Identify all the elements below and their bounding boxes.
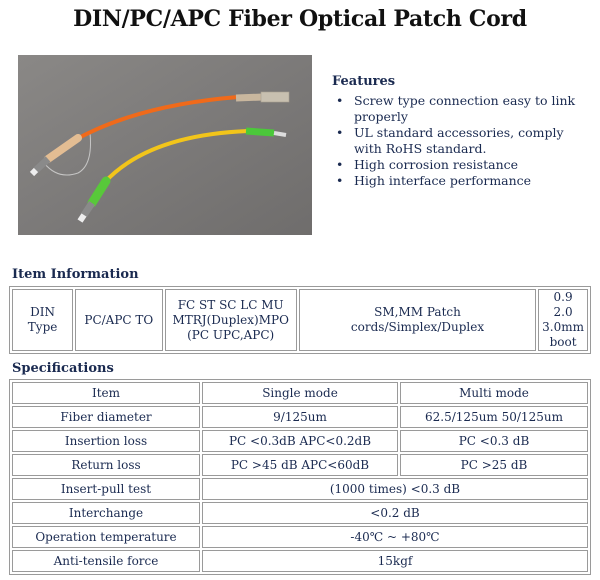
header-cell: Item	[12, 382, 200, 404]
page-title: DIN/PC/APC Fiber Optical Patch Cord	[73, 6, 527, 32]
table-row: Interchange <0.2 dB	[12, 502, 588, 524]
row-label: Return loss	[12, 454, 200, 476]
features-section: Features Screw type connection easy to l…	[332, 74, 594, 189]
info-cell: FC ST SC LC MU MTRJ(Duplex)MPO (PC UPC,A…	[164, 289, 297, 351]
table-row: Return loss PC >45 dB APC<60dB PC >25 dB	[12, 454, 588, 476]
info-cell: 0.9 2.0 3.0mm boot	[538, 289, 588, 351]
table-row: Anti-tensile force 15kgf	[12, 550, 588, 572]
patch-cord-photo	[18, 55, 312, 235]
multi-mode-value: PC <0.3 dB	[400, 430, 588, 452]
info-cell: SM,MM Patch cords/Simplex/Duplex	[298, 289, 537, 351]
feature-item: UL standard accessories, comply with RoH…	[332, 125, 594, 157]
row-value: 15kgf	[202, 550, 588, 572]
single-mode-value: PC <0.3dB APC<0.2dB	[202, 430, 398, 452]
single-mode-value: PC >45 dB APC<60dB	[202, 454, 398, 476]
item-information-table: DIN Type PC/APC TO FC ST SC LC MU MTRJ(D…	[9, 286, 591, 354]
single-mode-value: 9/125um	[202, 406, 398, 428]
header-cell: Multi mode	[400, 382, 588, 404]
feature-item: Screw type connection easy to link prope…	[332, 93, 594, 125]
header-cell: Single mode	[202, 382, 398, 404]
table-row: Insertion loss PC <0.3dB APC<0.2dB PC <0…	[12, 430, 588, 452]
row-value: -40℃ ~ +80℃	[202, 526, 588, 548]
feature-item: High interface performance	[332, 173, 594, 189]
info-cell: DIN Type	[12, 289, 74, 351]
row-label: Interchange	[12, 502, 200, 524]
row-value: <0.2 dB	[202, 502, 588, 524]
specifications-table: Item Single mode Multi mode Fiber diamet…	[9, 379, 591, 575]
features-heading: Features	[332, 74, 396, 89]
table-row: Insert-pull test (1000 times) <0.3 dB	[12, 478, 588, 500]
item-information-heading: Item Information	[12, 267, 139, 282]
row-value: (1000 times) <0.3 dB	[202, 478, 588, 500]
row-label: Operation temperature	[12, 526, 200, 548]
multi-mode-value: 62.5/125um 50/125um	[400, 406, 588, 428]
table-row: Fiber diameter 9/125um 62.5/125um 50/125…	[12, 406, 588, 428]
feature-item: High corrosion resistance	[332, 157, 594, 173]
multi-mode-value: PC >25 dB	[400, 454, 588, 476]
table-header-row: Item Single mode Multi mode	[12, 382, 588, 404]
info-cell: PC/APC TO	[75, 289, 163, 351]
row-label: Insert-pull test	[12, 478, 200, 500]
table-row: Operation temperature -40℃ ~ +80℃	[12, 526, 588, 548]
row-label: Anti-tensile force	[12, 550, 200, 572]
row-label: Insertion loss	[12, 430, 200, 452]
specifications-heading: Specifications	[12, 361, 114, 376]
row-label: Fiber diameter	[12, 406, 200, 428]
